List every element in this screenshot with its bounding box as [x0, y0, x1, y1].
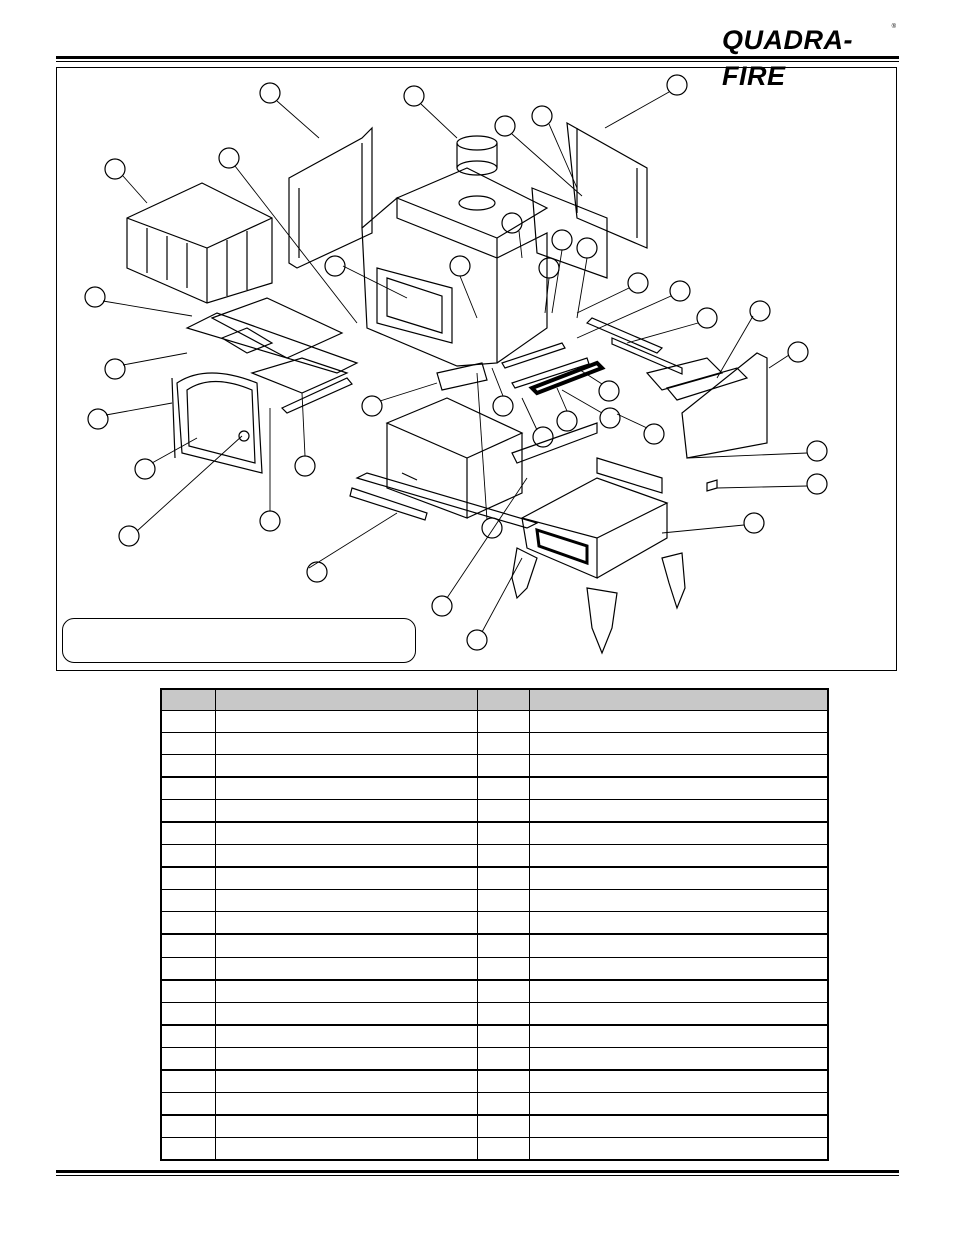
table-row	[160, 732, 828, 756]
stove-legs	[511, 547, 686, 655]
header-rule-thin	[56, 61, 899, 62]
table-row	[160, 979, 828, 1003]
col-header-item	[160, 688, 216, 711]
flue-collar	[456, 135, 498, 176]
ash-plates	[185, 297, 359, 414]
table-row	[160, 1024, 828, 1048]
rails-and-bars	[436, 317, 683, 464]
table-row	[160, 934, 828, 958]
col-header-description	[214, 688, 478, 711]
table-row	[160, 1069, 828, 1093]
callout-leaders	[102, 91, 808, 633]
table-row	[160, 1092, 828, 1116]
table-row	[160, 799, 828, 824]
table-row	[160, 1114, 828, 1138]
table-row	[160, 889, 828, 913]
table-row	[160, 867, 828, 891]
side-panel-right	[531, 121, 648, 279]
table-row	[160, 754, 828, 779]
door-assembly	[171, 372, 263, 474]
side-panel-left	[288, 126, 373, 269]
table-row	[160, 777, 828, 801]
table-row	[160, 957, 828, 981]
brand-name: QUADRA-FIRE	[722, 25, 853, 91]
footer-rule-thin	[56, 1175, 899, 1176]
table-row	[160, 710, 828, 734]
ash-drawer	[520, 457, 669, 579]
exploded-parts-diagram	[56, 67, 897, 671]
col-header-description-2	[528, 688, 829, 711]
firebrick-liner	[126, 182, 273, 304]
callout-markers	[84, 74, 828, 651]
table-row	[160, 844, 828, 869]
footer-rule	[56, 1170, 899, 1173]
table-row	[160, 1137, 828, 1161]
stove-body	[361, 167, 549, 367]
table-row	[160, 911, 828, 936]
diagram-note-box	[62, 618, 416, 663]
table-row	[160, 822, 828, 846]
trademark-mark: ®	[891, 24, 896, 30]
header-rule	[56, 56, 899, 59]
parts-table-header	[160, 688, 829, 711]
pedestal-box	[349, 397, 539, 529]
table-row	[160, 1047, 828, 1071]
diagram-drawing	[84, 74, 828, 655]
parts-list-table	[160, 688, 829, 1161]
col-header-item-2	[476, 688, 530, 711]
trim-parts-right	[645, 352, 768, 492]
table-row	[160, 1002, 828, 1026]
brand-logo: QUADRA-FIRE ®	[722, 22, 896, 91]
